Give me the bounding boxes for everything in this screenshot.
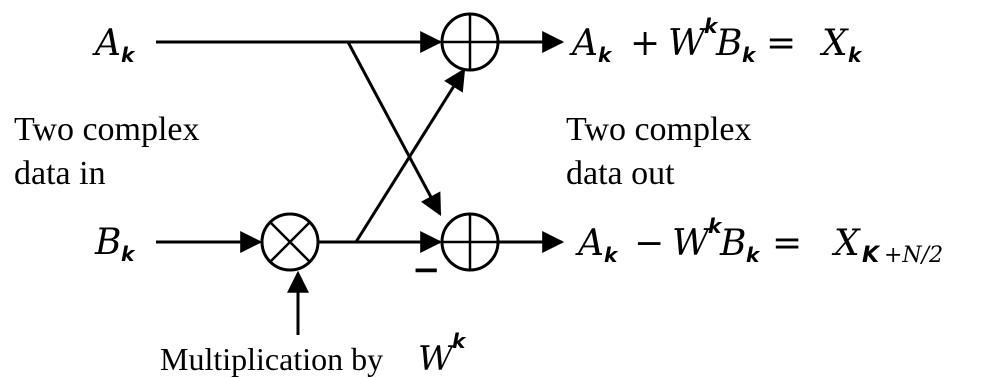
bottom-eq-a-sub: k: [604, 243, 619, 267]
output-caption-line1: Two complex: [566, 111, 752, 148]
subtract-sign: −: [412, 250, 441, 290]
top-eq-x: X: [819, 23, 849, 64]
bottom-eq-a: A: [575, 223, 604, 264]
multiplication-w: W: [418, 339, 456, 378]
input-caption-line2: data in: [14, 155, 106, 192]
bottom-eq-w-sup: k: [708, 214, 723, 238]
top-output-equation: A k + W k B k = X k: [569, 14, 863, 67]
multiplication-w-sup: k: [452, 329, 467, 353]
top-eq-w-sup: k: [704, 14, 719, 38]
top-eq-equals: =: [766, 23, 796, 64]
input-a-subscript: k: [121, 43, 136, 67]
bottom-eq-x-sub-k: K: [862, 243, 881, 268]
bottom-eq-equals: =: [772, 223, 802, 264]
bottom-eq-w: W: [672, 223, 712, 264]
top-eq-a-sub: k: [598, 43, 613, 67]
input-b-subscript: k: [121, 242, 136, 266]
wire-a-to-bottom-adder: [346, 41, 442, 216]
bottom-eq-b-sub: k: [746, 243, 761, 267]
top-eq-x-sub: k: [848, 43, 863, 67]
bottom-output-equation: A k − W k B k = X K +N/2: [575, 214, 943, 268]
bottom-eq-x-sub-rest: +N/2: [884, 243, 943, 268]
input-b-label: B: [94, 222, 121, 263]
input-a-label: A: [92, 23, 121, 64]
bottom-eq-x: X: [831, 223, 861, 264]
top-eq-a: A: [569, 23, 598, 64]
multiplier-node: [260, 212, 320, 272]
top-eq-b-sub: k: [742, 43, 757, 67]
bottom-eq-b: B: [719, 223, 746, 264]
bottom-eq-minus: −: [634, 223, 664, 264]
wire-multiplier-to-top-adder: [354, 68, 466, 243]
top-eq-w: W: [668, 23, 708, 64]
top-eq-b: B: [715, 23, 742, 64]
bottom-adder-node: [440, 212, 500, 272]
top-adder-node: [440, 12, 500, 72]
multiplication-caption: Multiplication by: [160, 341, 383, 377]
input-caption-line1: Two complex: [14, 111, 200, 148]
output-caption-line2: data out: [566, 155, 675, 192]
top-eq-plus: +: [630, 23, 660, 64]
